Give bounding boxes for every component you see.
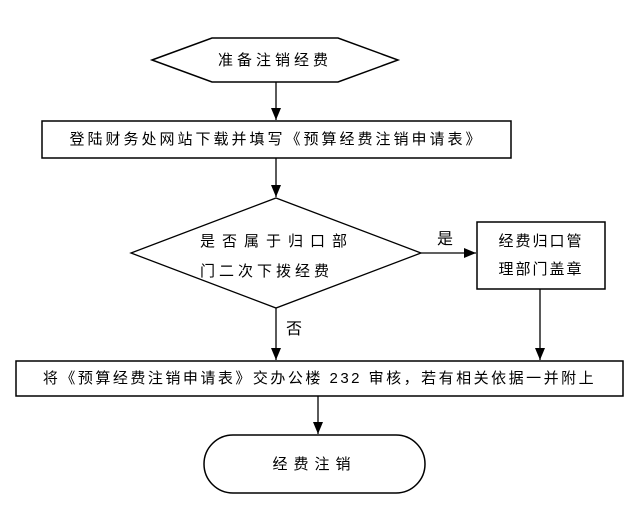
edge-label-no: 否 <box>285 321 302 338</box>
decision-node-label-line2: 门二次下拨经费 <box>200 262 334 280</box>
stamp-node-label-line2: 理部门盖章 <box>498 260 584 278</box>
edge-label-yes: 是 <box>436 231 453 248</box>
stamp-node-label-line1: 经费归口管 <box>498 232 584 250</box>
end-node-label: 经费注销 <box>272 455 357 473</box>
start-node-label: 准备注销经费 <box>217 51 332 69</box>
review-box <box>15 360 624 397</box>
start-hexagon <box>149 37 401 83</box>
end-terminator <box>203 434 426 494</box>
decision-node-label-line1: 是否属于归口部 <box>200 232 355 250</box>
stamp-box <box>476 221 606 290</box>
download-node-label: 登陆财务处网站下载并填写《预算经费注销申请表》 <box>69 131 484 148</box>
review-node-label: 将《预算经费注销申请表》交办公楼 232 审核，若有相关依据一并附上 <box>42 370 597 387</box>
